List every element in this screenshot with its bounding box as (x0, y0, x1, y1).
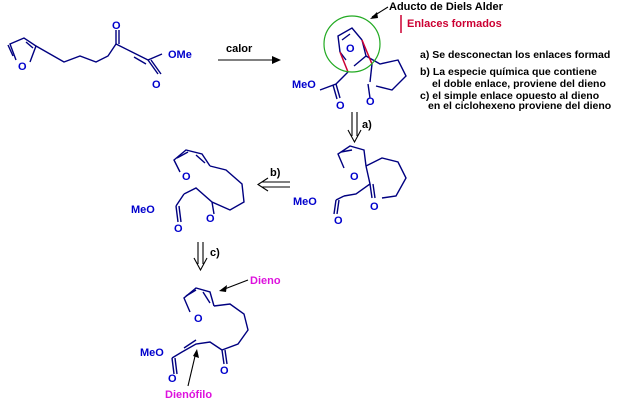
precursor-ketone-oxygen: O (220, 365, 229, 377)
ester-ome: OMe (168, 49, 192, 61)
retro-arrow-a: a) (347, 112, 372, 144)
starting-material: O O OMe O (7, 20, 192, 91)
precursor-furan-oxygen: O (194, 313, 203, 325)
int-a-ketone-oxygen: O (370, 201, 379, 213)
diene-callout: Dieno (219, 275, 281, 292)
int-b-oxygen: O (182, 171, 191, 183)
notes: a) Se desconectan los enlaces formad b) … (420, 49, 611, 112)
precursor: O MeO O O (140, 287, 249, 385)
note-b-cont: el doble enlace, proviene del dieno (432, 78, 606, 90)
ester-carbonyl-oxygen: O (152, 79, 161, 91)
note-a: a) Se desconectan los enlaces formad (420, 49, 610, 61)
heat-arrow: calor (218, 43, 281, 64)
precursor-meo: MeO (140, 347, 164, 359)
step-a-label: a) (362, 119, 372, 131)
adduct-highlight-circle (323, 15, 381, 73)
heat-label: calor (226, 43, 253, 55)
int-a-oxygen: O (350, 171, 359, 183)
adduct-ester-meo: MeO (292, 79, 316, 91)
note-b: b) La especie química que contiene (420, 66, 597, 78)
int-a-meo: MeO (293, 196, 317, 208)
adduct-ester-carbonyl-oxygen: O (336, 100, 345, 112)
furan-oxygen: O (18, 61, 27, 73)
adduct-ketone-oxygen: O (366, 96, 375, 108)
formed-bond-1 (339, 51, 349, 73)
step-c-label: c) (210, 247, 220, 259)
dienophile-label: Dienófilo (165, 389, 212, 401)
formed-bonds-legend: Enlaces formados (407, 18, 502, 30)
int-a-ester-oxygen: O (334, 215, 343, 227)
bridge-oxygen: O (346, 43, 355, 55)
retro-arrow-c: c) (193, 242, 220, 272)
ketone-oxygen: O (112, 20, 121, 32)
int-b-meo: MeO (131, 204, 155, 216)
diels-alder-adduct: Aducto de Diels Alder Enlaces formados O… (292, 1, 504, 112)
step-b-label: b) (270, 167, 281, 179)
diene-label: Dieno (250, 275, 281, 287)
int-b-ketone-oxygen: O (206, 213, 215, 225)
intermediate-a: O MeO O O (293, 145, 407, 227)
int-b-ester-oxygen: O (174, 223, 183, 235)
adduct-title: Aducto de Diels Alder (389, 1, 504, 13)
dienophile-callout: Dienófilo (165, 349, 212, 401)
note-c-cont: en el ciclohexeno proviene del dieno (428, 100, 611, 112)
formed-bond-2 (361, 39, 373, 65)
retro-arrow-b: b) (256, 167, 290, 192)
note-c: c) el simple enlace opuesto al dieno (420, 90, 599, 102)
intermediate-b: O MeO O O (131, 149, 245, 235)
precursor-ester-oxygen: O (168, 373, 177, 385)
